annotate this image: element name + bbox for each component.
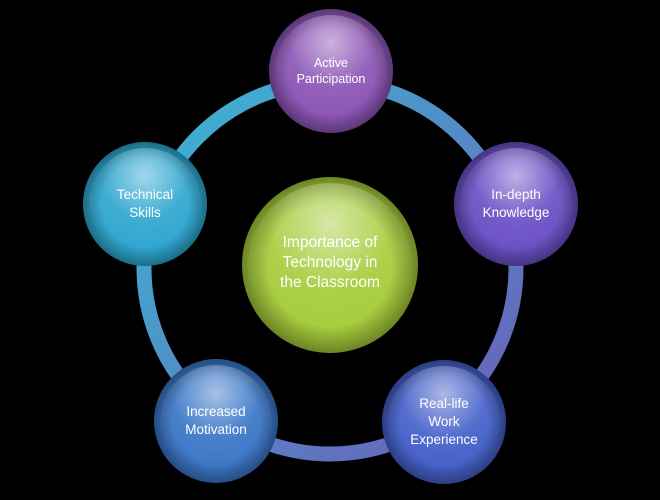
node-technical-skills <box>83 142 207 266</box>
node-active-participation <box>269 9 393 133</box>
center-node <box>242 177 418 353</box>
node-in-depth-knowledge <box>454 142 578 266</box>
node-increased-motivation <box>154 359 278 483</box>
node-real-life-work-experience <box>382 360 506 484</box>
